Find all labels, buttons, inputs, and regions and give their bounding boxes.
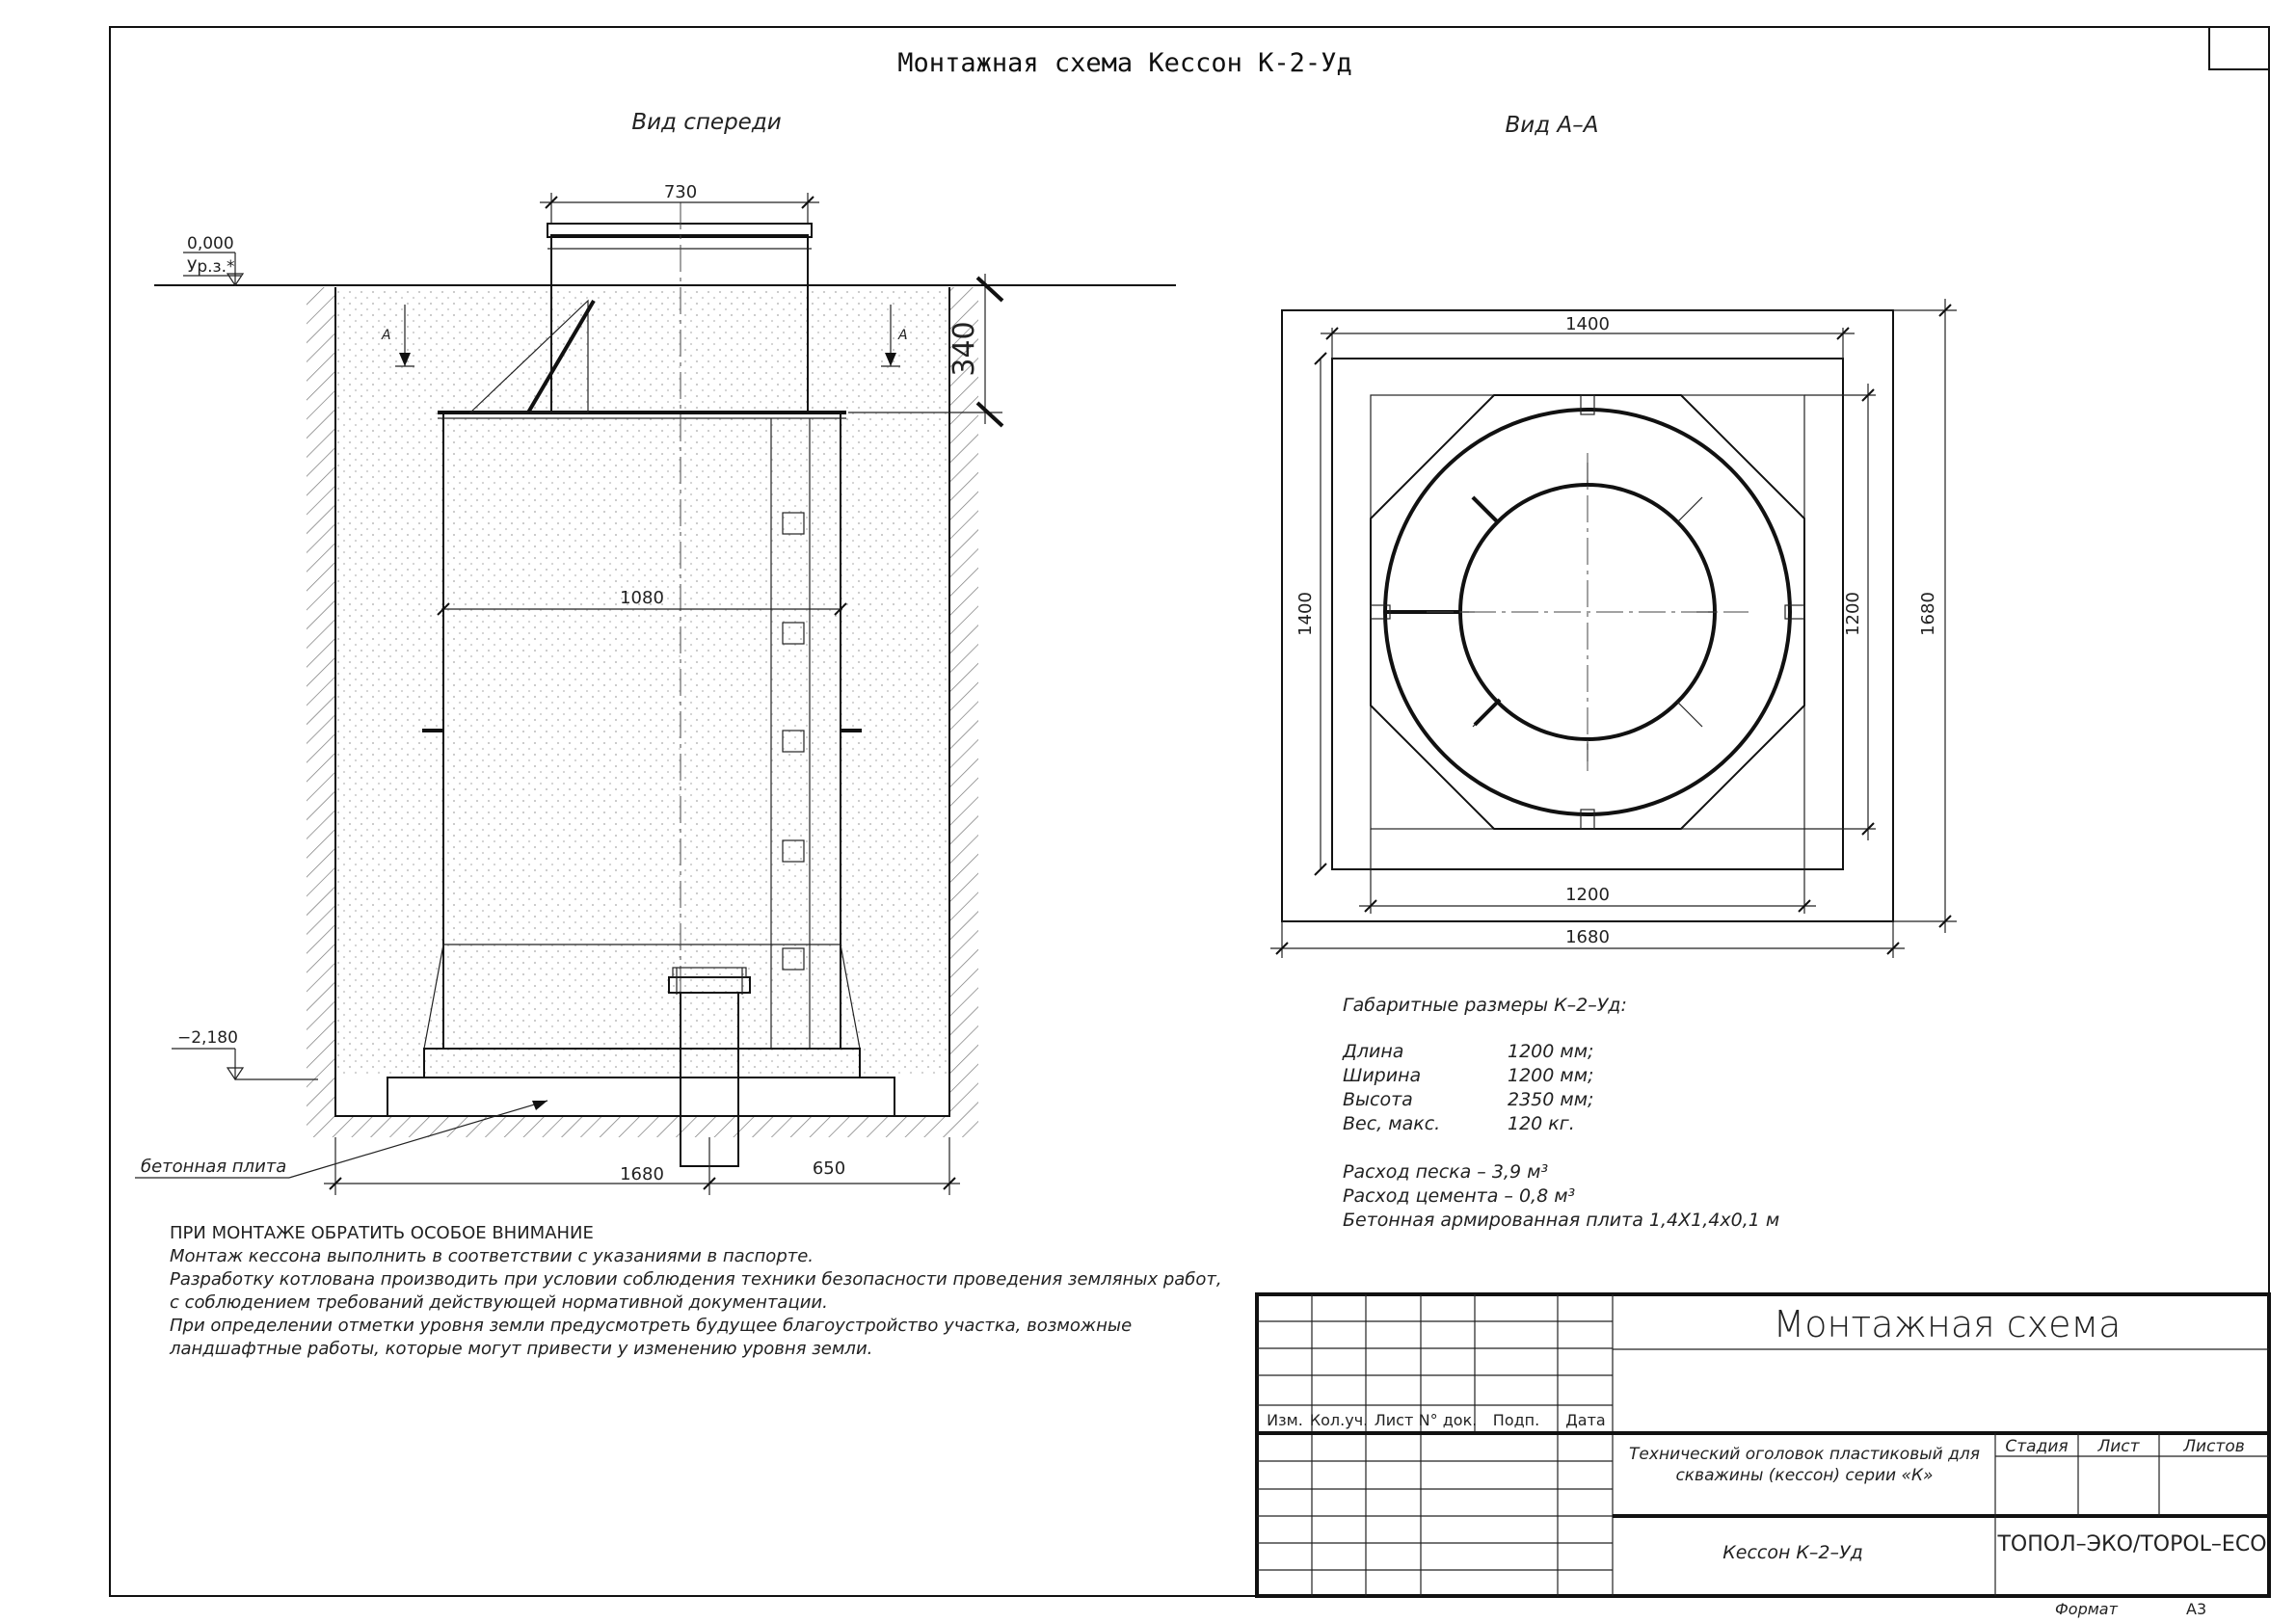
spec-value-1: 1200 мм; xyxy=(1508,1065,1593,1086)
svg-text:340: 340 xyxy=(948,321,981,376)
main-title: Монтажная схема Кессон К-2-Уд xyxy=(897,48,1351,78)
svg-text:бетонная плита: бетонная плита xyxy=(141,1157,286,1177)
svg-text:1680: 1680 xyxy=(620,1164,664,1184)
tb-sheet: Лист xyxy=(2096,1437,2140,1456)
tb-company: ТОПОЛ–ЭКО/TOPOL–ECO xyxy=(1996,1532,2266,1556)
soil-left xyxy=(307,287,335,1116)
tb-description-1: Технический оголовок пластиковый для xyxy=(1629,1445,1980,1464)
sand-backfill xyxy=(337,287,948,1076)
dim-bottom-1680: 1680 xyxy=(1270,921,1905,958)
svg-text:1200: 1200 xyxy=(1843,592,1863,636)
svg-text:1680: 1680 xyxy=(1565,927,1610,947)
svg-text:1080: 1080 xyxy=(620,588,664,608)
caisson-neck xyxy=(550,234,809,413)
note-3: с соблюдением требований действующей нор… xyxy=(170,1292,828,1313)
sand-square xyxy=(1281,309,1894,922)
svg-text:1680: 1680 xyxy=(1918,592,1938,636)
corner-box xyxy=(2208,26,2270,70)
level-bottom: −2,180 xyxy=(172,1028,318,1081)
dim-right-1200: 1200 xyxy=(1804,384,1876,840)
sheet-frame xyxy=(109,26,2270,1597)
format-value: А3 xyxy=(2186,1600,2206,1618)
soil-bottom xyxy=(307,1116,978,1137)
slab-leader: бетонная плита xyxy=(135,1100,548,1179)
dim-left-1400: 1400 xyxy=(1295,352,1327,876)
section-view: Вид А–А xyxy=(1270,113,1957,958)
dim-730: 730 xyxy=(540,182,819,224)
tb-header-4: Подп. xyxy=(1493,1411,1539,1429)
note-5: ландшафтные работы, которые могут привес… xyxy=(169,1339,872,1359)
dim-top-1400: 1400 xyxy=(1321,314,1855,359)
spec-label-2: Высота xyxy=(1343,1089,1413,1110)
svg-text:1400: 1400 xyxy=(1295,592,1316,636)
svg-text:А: А xyxy=(381,328,391,343)
dim-1080: 1080 xyxy=(437,588,847,616)
note-1: Монтаж кессона выполнить в соответствии … xyxy=(170,1246,814,1266)
spec-label-3: Вес, макс. xyxy=(1343,1113,1440,1134)
tb-stage: Стадия xyxy=(2005,1437,2068,1456)
tb-description-2: скважины (кессон) серии «К» xyxy=(1675,1466,1933,1485)
svg-text:А: А xyxy=(897,328,908,343)
concrete-slab xyxy=(387,1077,895,1117)
section-view-label: Вид А–А xyxy=(1506,113,1599,138)
spec-sand: Расход песка – 3,9 м³ xyxy=(1343,1161,1548,1183)
svg-text:Ур.з.*: Ур.з.* xyxy=(187,257,235,277)
front-view-label: Вид спереди xyxy=(631,110,781,135)
spec-cement: Расход цемента – 0,8 м³ xyxy=(1343,1185,1575,1207)
tb-drawing-title: Монтажная схема xyxy=(1774,1303,2122,1345)
neck-lid xyxy=(547,223,813,238)
tb-sheets: Листов xyxy=(2182,1437,2245,1456)
tb-header-3: N° док. xyxy=(1419,1411,1478,1429)
front-view: Вид спереди xyxy=(135,110,1176,1195)
spec-value-0: 1200 мм; xyxy=(1508,1041,1593,1062)
octagon-base xyxy=(1370,394,1805,830)
tb-header-1: Кол.уч. xyxy=(1310,1411,1368,1429)
svg-text:730: 730 xyxy=(664,182,697,202)
svg-text:−2,180: −2,180 xyxy=(177,1028,238,1048)
dim-bottom: 1680 650 xyxy=(324,1137,960,1195)
title-block: Изм. Кол.уч. Лист N° док. Подп. Дата Мон… xyxy=(1255,1292,2271,1598)
level-top: 0,000 Ур.з.* xyxy=(183,234,245,287)
slab-square xyxy=(1331,358,1844,870)
svg-text:0,000: 0,000 xyxy=(187,234,234,253)
spec-value-3: 120 кг. xyxy=(1508,1113,1575,1134)
tb-header-5: Дата xyxy=(1565,1411,1605,1429)
dim-bottom-1200: 1200 xyxy=(1359,829,1816,914)
tb-header-0: Изм. xyxy=(1267,1411,1303,1429)
note-2: Разработку котлована производить при усл… xyxy=(170,1269,1222,1290)
dim-340: 340 xyxy=(848,274,1004,428)
section-mark-right: А xyxy=(881,305,908,367)
section-mark-left: А xyxy=(381,305,414,367)
spec-label-1: Ширина xyxy=(1343,1065,1421,1086)
soil-right xyxy=(949,287,978,1116)
svg-text:1400: 1400 xyxy=(1565,314,1610,334)
spec-value-2: 2350 мм; xyxy=(1508,1089,1593,1110)
note-4: При определении отметки уровня земли пре… xyxy=(170,1316,1132,1336)
tb-product: Кессон К–2–Уд xyxy=(1722,1542,1862,1563)
svg-text:650: 650 xyxy=(813,1158,845,1179)
tb-header-2: Лист xyxy=(1375,1411,1414,1429)
notes-block: ПРИ МОНТАЖЕ ОБРАТИТЬ ОСОБОЕ ВНИМАНИЕ Мон… xyxy=(169,1223,1222,1359)
specs-block: Габаритные размеры К–2–Уд: Длина 1200 мм… xyxy=(1342,995,1779,1231)
spec-label-0: Длина xyxy=(1342,1041,1403,1062)
specs-header: Габаритные размеры К–2–Уд: xyxy=(1343,995,1627,1016)
svg-text:1200: 1200 xyxy=(1565,885,1610,905)
note-0: ПРИ МОНТАЖЕ ОБРАТИТЬ ОСОБОЕ ВНИМАНИЕ xyxy=(170,1223,594,1243)
format-label: Формат xyxy=(2055,1600,2119,1618)
dim-right-1680: 1680 xyxy=(1893,299,1957,933)
spec-slab: Бетонная армированная плита 1,4Х1,4х0,1 … xyxy=(1343,1210,1779,1231)
